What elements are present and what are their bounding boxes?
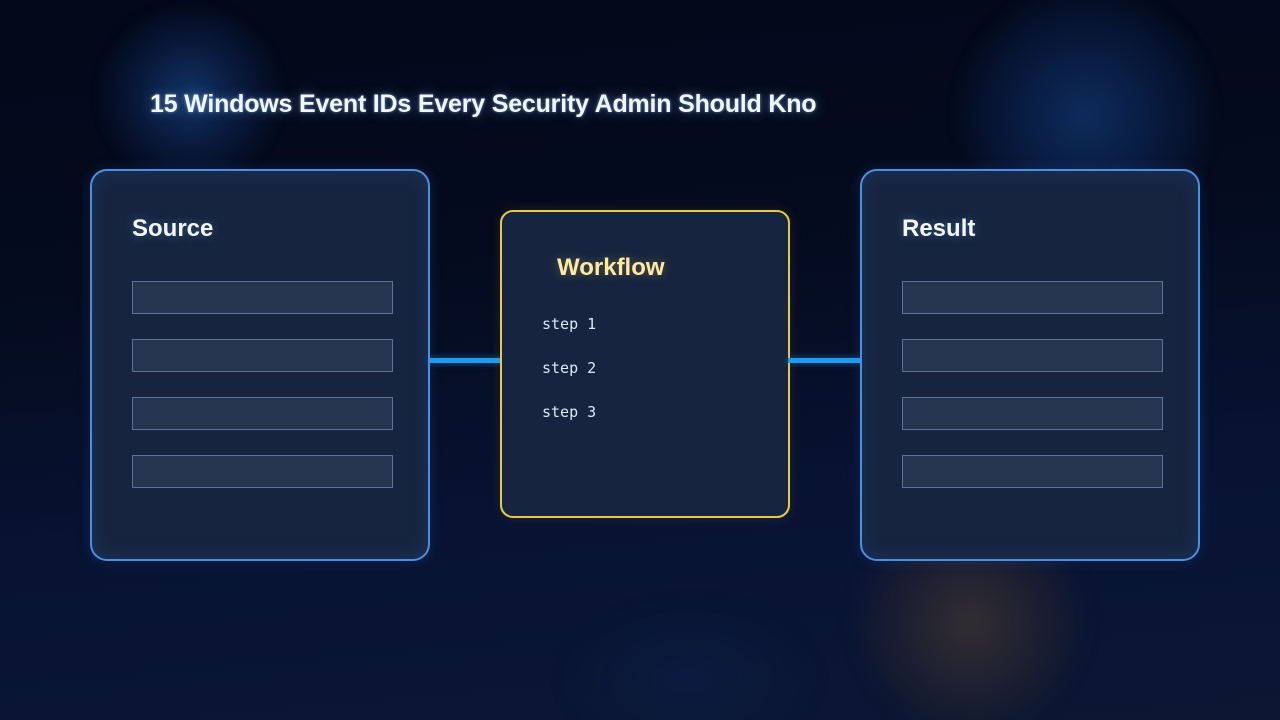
result-panel[interactable]: Result	[860, 169, 1200, 561]
result-panel-heading: Result	[902, 215, 976, 242]
source-row-4[interactable]	[132, 455, 393, 488]
page-title: 15 Windows Event IDs Every Security Admi…	[150, 90, 817, 118]
result-row-4[interactable]	[902, 455, 1163, 488]
source-panel[interactable]: Source	[90, 169, 430, 561]
result-row-list	[902, 281, 1163, 488]
workflow-panel[interactable]: Workflow step 1 step 2 step 3	[500, 210, 790, 518]
connector-workflow-to-result	[788, 358, 862, 363]
workflow-step-1[interactable]: step 1	[542, 315, 597, 333]
result-row-2[interactable]	[902, 339, 1163, 372]
source-row-1[interactable]	[132, 281, 393, 314]
workflow-step-list: step 1 step 2 step 3	[542, 317, 596, 420]
workflow-panel-heading: Workflow	[557, 254, 665, 281]
workflow-step-2[interactable]: step 2	[542, 359, 597, 377]
source-panel-heading: Source	[132, 215, 214, 242]
source-row-2[interactable]	[132, 339, 393, 372]
workflow-step-3[interactable]: step 3	[542, 403, 597, 421]
result-row-3[interactable]	[902, 397, 1163, 430]
source-row-list	[132, 281, 393, 488]
connector-source-to-workflow	[430, 358, 502, 363]
result-row-1[interactable]	[902, 281, 1163, 314]
background-glow-center	[560, 600, 820, 720]
source-row-3[interactable]	[132, 397, 393, 430]
